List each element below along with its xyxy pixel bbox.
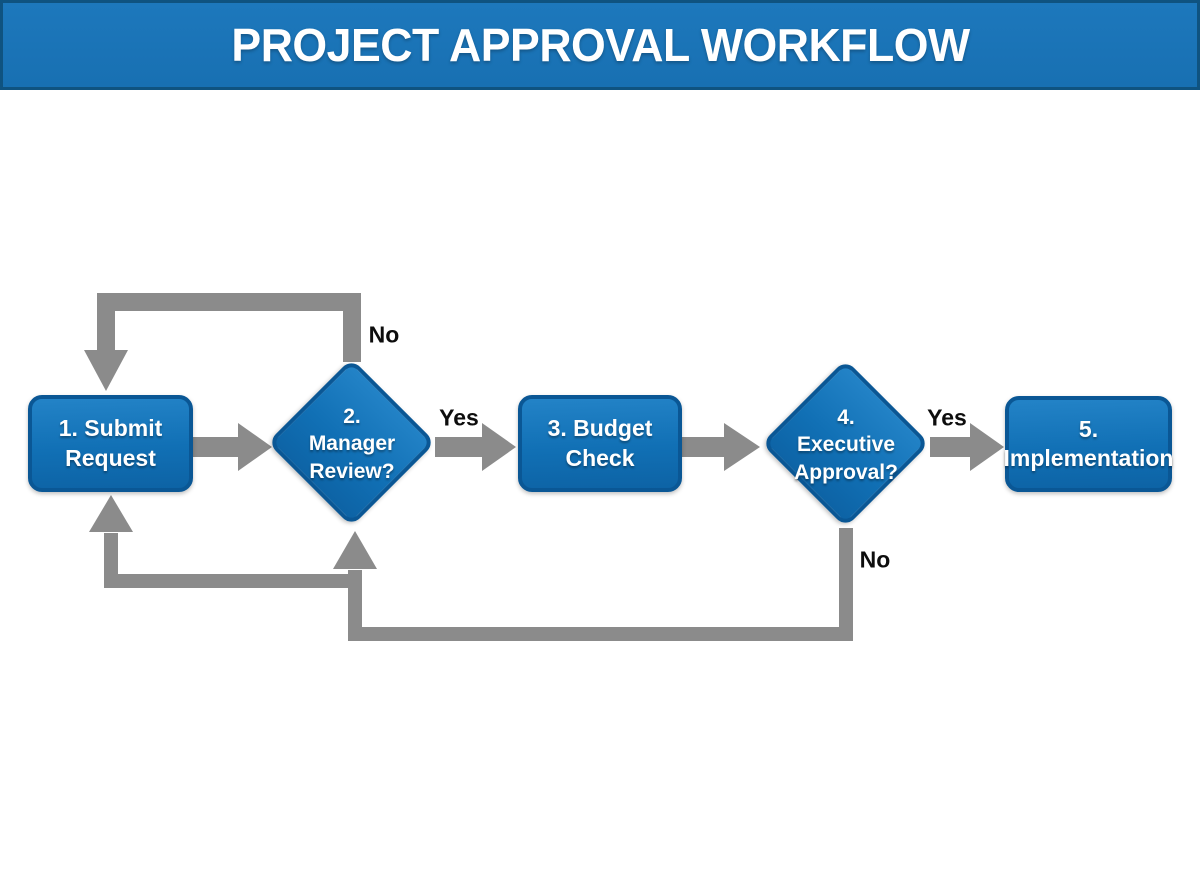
node-label-line: 4. — [837, 406, 855, 430]
node-label-line: 1. Submit — [58, 415, 163, 442]
arrow-executive-to-implementation — [930, 423, 1004, 471]
node-label-line: Manager — [308, 432, 396, 456]
node-label-line: Approval? — [794, 460, 898, 484]
node-manager-review: 2. Manager Review? — [277, 403, 427, 485]
node-label-line: Executive — [796, 433, 896, 457]
node-executive-approval: 4. Executive Approval? — [771, 404, 921, 486]
arrow-submit-to-manager — [193, 423, 272, 471]
node-label-line: 5. — [1078, 415, 1099, 442]
edge-label-manager-no: No — [368, 321, 400, 348]
node-label-line: 2. — [343, 405, 361, 429]
loop-branch-to-submit-bottom — [89, 495, 362, 588]
edge-label-manager-yes: Yes — [439, 404, 479, 431]
node-label-line: 3. Budget — [547, 415, 653, 442]
edge-label-executive-no: No — [859, 546, 891, 573]
arrow-budget-to-executive — [682, 423, 760, 471]
node-label-line: Check — [565, 444, 635, 471]
loop-executive-no-to-manager — [333, 528, 853, 641]
page-title: PROJECT APPROVAL WORKFLOW — [230, 19, 970, 71]
arrow-manager-to-budget — [435, 423, 516, 471]
node-submit-request: 1. Submit Request — [28, 395, 193, 492]
node-label-line: Implementation — [1003, 445, 1174, 471]
edge-label-executive-yes: Yes — [927, 404, 967, 431]
title-bar: PROJECT APPROVAL WORKFLOW — [0, 0, 1200, 90]
node-label-line: Request — [65, 444, 156, 471]
node-label-line: Review? — [309, 459, 395, 483]
node-implementation: 5. Implementation — [1003, 396, 1174, 492]
loop-manager-no-to-submit — [84, 293, 361, 391]
node-budget-check: 3. Budget Check — [518, 395, 682, 492]
